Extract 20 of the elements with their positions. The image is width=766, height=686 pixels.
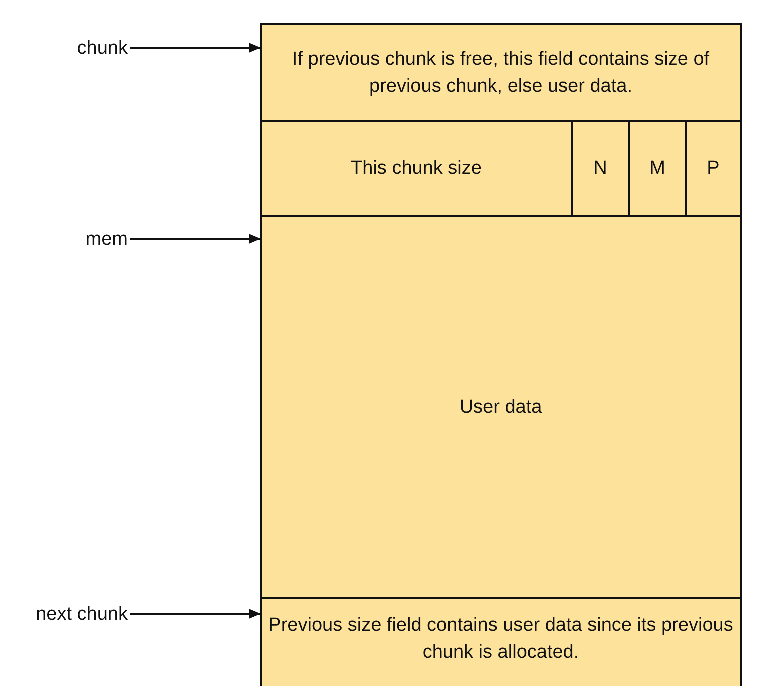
pointer-label: next chunk <box>4 600 128 628</box>
field-text: If previous chunk is free, this field contains size of previous chunk, else user data. <box>291 48 711 98</box>
prev-size-field <box>260 23 742 122</box>
pointer-label: chunk <box>40 34 128 62</box>
flag-field <box>685 120 742 217</box>
arrow <box>130 234 261 244</box>
field-text: This chunk size <box>350 157 483 181</box>
field-text: P <box>706 157 721 181</box>
flag-field <box>628 120 687 217</box>
flag-field <box>571 120 630 217</box>
arrow <box>130 609 261 619</box>
field-text: User data <box>458 396 544 420</box>
user-data-field <box>260 215 742 599</box>
next-prev-size-field <box>260 597 742 686</box>
field-text: M <box>648 157 666 181</box>
pointer-label: mem <box>50 225 128 253</box>
field-text: Previous size field contains user data since its previous chunk is allocated. <box>268 614 734 664</box>
size-field <box>260 120 573 217</box>
field-text: N <box>592 157 608 181</box>
arrow <box>130 43 261 53</box>
